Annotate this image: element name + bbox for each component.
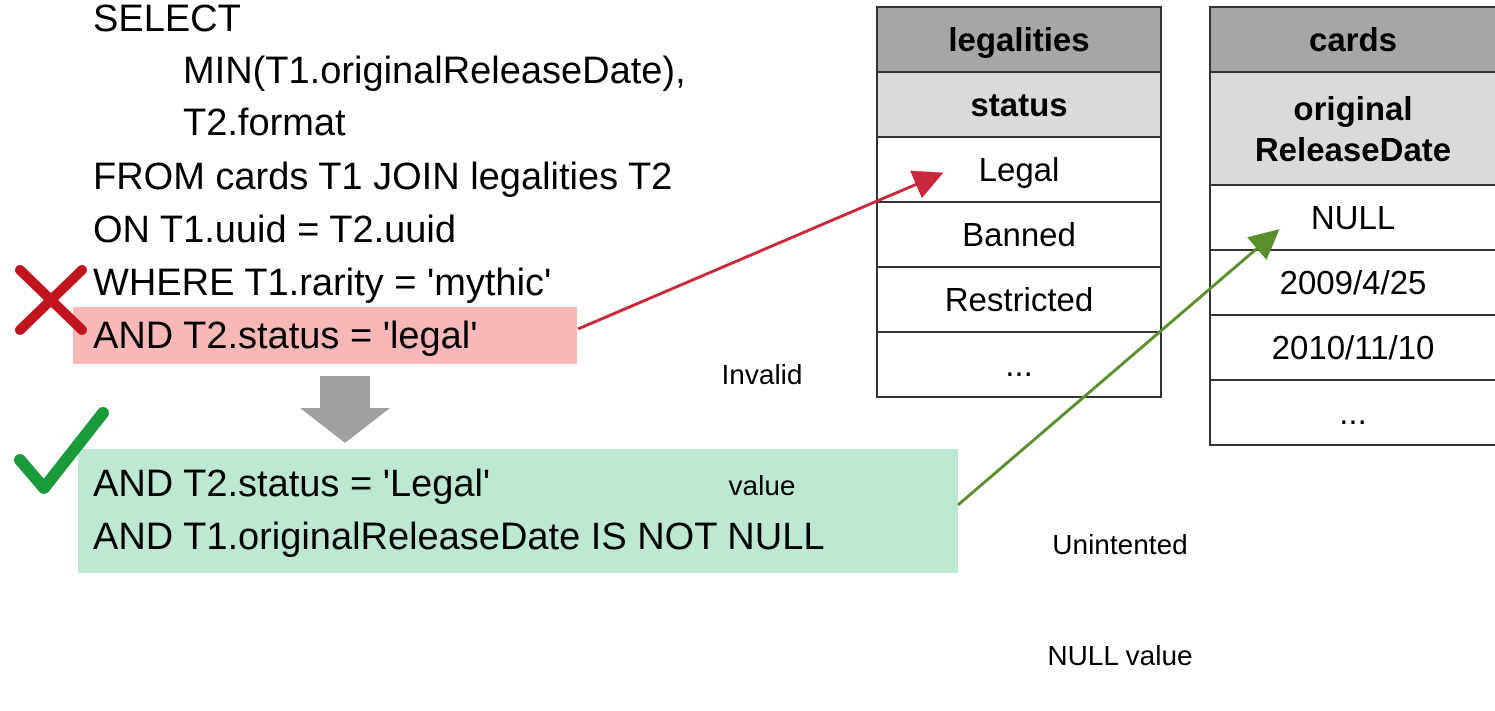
legalities-row: Banned (878, 203, 1160, 268)
cards-row: 2009/4/25 (1211, 251, 1495, 316)
sql-fix-condition-1: AND T2.status = 'Legal' (93, 463, 491, 505)
legalities-table-title: legalities (878, 8, 1160, 73)
cards-table-title: cards (1211, 8, 1495, 73)
cards-column-line-1: original (1293, 89, 1413, 127)
sql-wrong-condition: AND T2.status = 'legal' (93, 315, 478, 357)
sql-fix-condition-2: AND T1.originalReleaseDate IS NOT NULL (93, 516, 825, 558)
cards-release-date-header: original ReleaseDate (1211, 73, 1495, 186)
legalities-row: Restricted (878, 268, 1160, 333)
check-mark-icon (14, 407, 109, 494)
sql-format-column: T2.format (183, 102, 346, 144)
legalities-status-header: status (878, 73, 1160, 138)
diagram-graphics (14, 170, 1280, 507)
down-arrow-icon (300, 376, 390, 443)
cards-row: NULL (1211, 186, 1495, 251)
legalities-row: ... (1005, 346, 1033, 383)
legalities-row: Legal (878, 138, 1160, 203)
invalid-note-line-2: value (728, 470, 796, 501)
cards-column-line-2: ReleaseDate (1254, 130, 1452, 168)
null-note-line-1: Unintented (1052, 529, 1188, 560)
invalid-value-arrow (577, 170, 944, 331)
invalid-note-line-1: Invalid (721, 359, 803, 390)
cards-row: ... (1339, 394, 1367, 431)
null-value-arrow (957, 229, 1280, 507)
cards-row: 2010/11/10 (1211, 316, 1495, 381)
cross-mark-icon (15, 265, 87, 335)
sql-from: FROM cards T1 JOIN legalities T2 (93, 156, 673, 198)
null-note-line-2: NULL value (1047, 640, 1193, 671)
cards-table: cards original ReleaseDate NULL 2009/4/2… (1209, 6, 1495, 446)
sql-min-column: MIN(T1.originalReleaseDate), (183, 50, 686, 92)
sql-where: WHERE T1.rarity = 'mythic' (93, 262, 552, 304)
invalid-value-note: Invalid value (700, 282, 824, 541)
fixed-condition-highlight (78, 449, 958, 573)
sql-select: SELECT (93, 0, 241, 40)
sql-on: ON T1.uuid = T2.uuid (93, 209, 456, 251)
wrong-condition-highlight (73, 307, 577, 364)
